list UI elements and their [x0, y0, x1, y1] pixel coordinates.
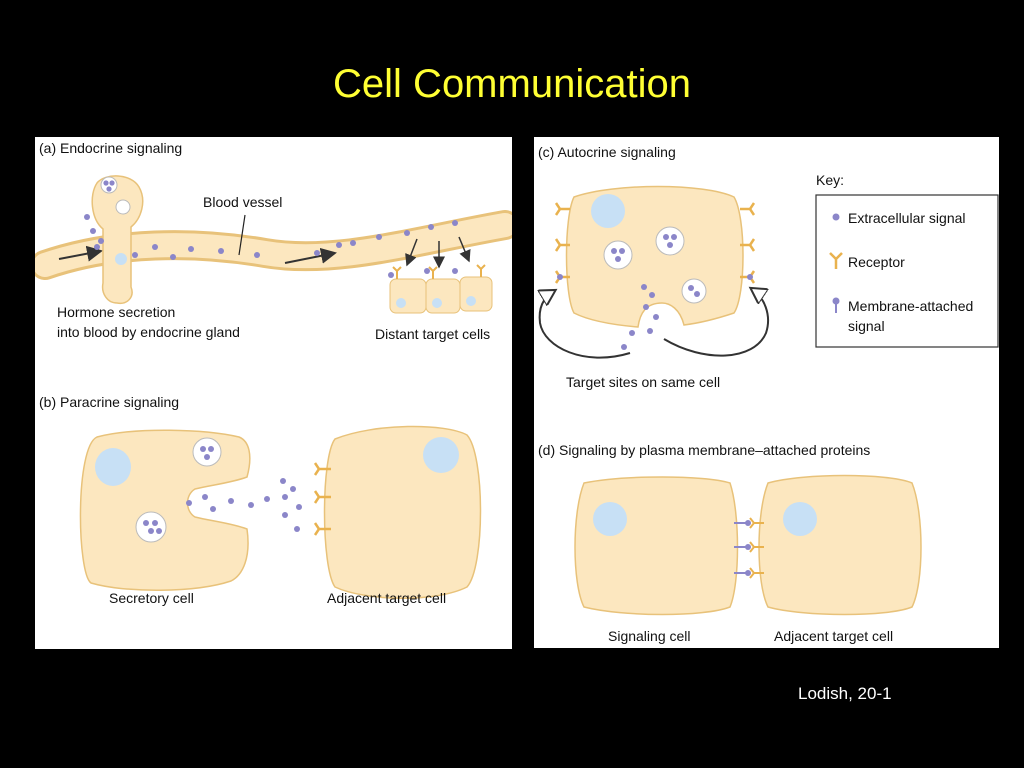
panel-b-label: (b) Paracrine signaling — [39, 394, 179, 410]
gland-caption-1: Hormone secretion — [57, 304, 175, 320]
autocrine-cell — [554, 185, 756, 328]
membrane-target-cell — [758, 474, 922, 616]
key-item-membrane-attached-2: signal — [848, 318, 885, 334]
gland-caption-2: into blood by endocrine gland — [57, 324, 240, 340]
signaling-cell-caption: Signaling cell — [608, 628, 691, 644]
autocrine-signals — [621, 284, 659, 350]
exit-arrows — [388, 236, 471, 278]
blood-vessel-pointer — [238, 214, 246, 256]
distant-target-cells — [389, 264, 493, 314]
key-title: Key: — [816, 172, 844, 188]
panel-c-label: (c) Autocrine signaling — [538, 144, 676, 160]
key-item-receptor: Receptor — [848, 254, 905, 270]
key-item-membrane-attached-1: Membrane-attached — [848, 298, 973, 314]
diagram-right: (c) Autocrine signaling — [534, 144, 999, 644]
panel-d-label: (d) Signaling by plasma membrane–attache… — [538, 442, 870, 458]
panel-endocrine-paracrine: (a) Endocrine signaling — [30, 137, 520, 649]
key-item-extracellular-signal: Extracellular signal — [848, 210, 966, 226]
figure-credit: Lodish, 20-1 — [798, 684, 892, 703]
secretory-caption: Secretory cell — [109, 590, 194, 606]
slide-title: Cell Communication — [333, 62, 691, 106]
receptor-icon — [829, 252, 843, 269]
membrane-attached-signal-icon — [832, 297, 840, 313]
paracrine-target-caption: Adjacent target cell — [327, 590, 446, 606]
paracrine-target-cell — [313, 425, 482, 599]
endocrine-gland-cell — [84, 175, 144, 305]
extracellular-signal-icon — [832, 213, 840, 221]
signaling-cell — [574, 476, 739, 616]
autocrine-return-arrow-right — [663, 289, 770, 357]
autocrine-return-arrow-left — [540, 291, 631, 359]
blood-vessel-label: Blood vessel — [203, 194, 282, 210]
panel-a-label: (a) Endocrine signaling — [39, 140, 182, 156]
diagram-left: (a) Endocrine signaling — [30, 140, 520, 606]
membrane-target-caption: Adjacent target cell — [774, 628, 893, 644]
membrane-attached-contacts — [734, 517, 764, 579]
panel-autocrine-membrane: (c) Autocrine signaling — [534, 137, 999, 648]
secretory-cell — [79, 429, 251, 591]
paracrine-signals — [186, 478, 302, 532]
key-box — [815, 194, 999, 348]
autocrine-target-caption: Target sites on same cell — [566, 374, 720, 390]
distant-target-caption: Distant target cells — [375, 326, 490, 342]
